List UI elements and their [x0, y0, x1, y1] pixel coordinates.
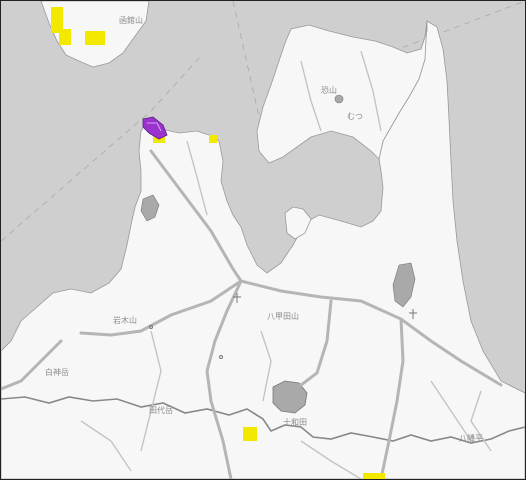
roads-minor: [80, 50, 492, 479]
airport-icon-2: [409, 309, 417, 319]
highlight-yellow-3: [85, 31, 105, 45]
highlight-yellow-1: [51, 7, 63, 33]
highlight-yellow-7: [363, 473, 385, 479]
summit-icon: [219, 355, 223, 359]
aomori-land: [1, 20, 525, 479]
label-hakkoda: 八甲田山: [267, 311, 299, 321]
lake-ogawara: [392, 262, 416, 308]
highlight-purple-inner: [147, 122, 162, 132]
label-mutsu: むつ: [347, 112, 363, 121]
label-hakodate: 函館山: [119, 15, 143, 25]
map-symbols: [149, 293, 417, 359]
lake-towada: [272, 380, 308, 414]
label-tashirodake: 田代岳: [149, 405, 173, 415]
lake-juusan: [140, 194, 160, 222]
lake-usori: [334, 94, 344, 104]
label-towada: 十和田: [283, 417, 307, 427]
natsudomari-land: [284, 206, 312, 240]
label-shirakami: 白神岳: [45, 367, 69, 377]
highlight-purple-1: [142, 116, 168, 140]
highlight-yellow-6: [243, 427, 257, 441]
prefecture-boundary: [1, 396, 525, 444]
airport-icon: [233, 293, 241, 303]
roads-major: [1, 149, 503, 479]
summit-icon-2: [149, 325, 153, 329]
label-iwaki: 岩木山: [113, 315, 137, 325]
highlight-yellow-2: [59, 29, 71, 45]
shimokita-land: [256, 20, 428, 164]
label-hachimantai: 八幡平: [459, 433, 483, 443]
highlight-yellow-5: [209, 135, 217, 143]
label-osorezan: 恐山: [321, 85, 337, 95]
